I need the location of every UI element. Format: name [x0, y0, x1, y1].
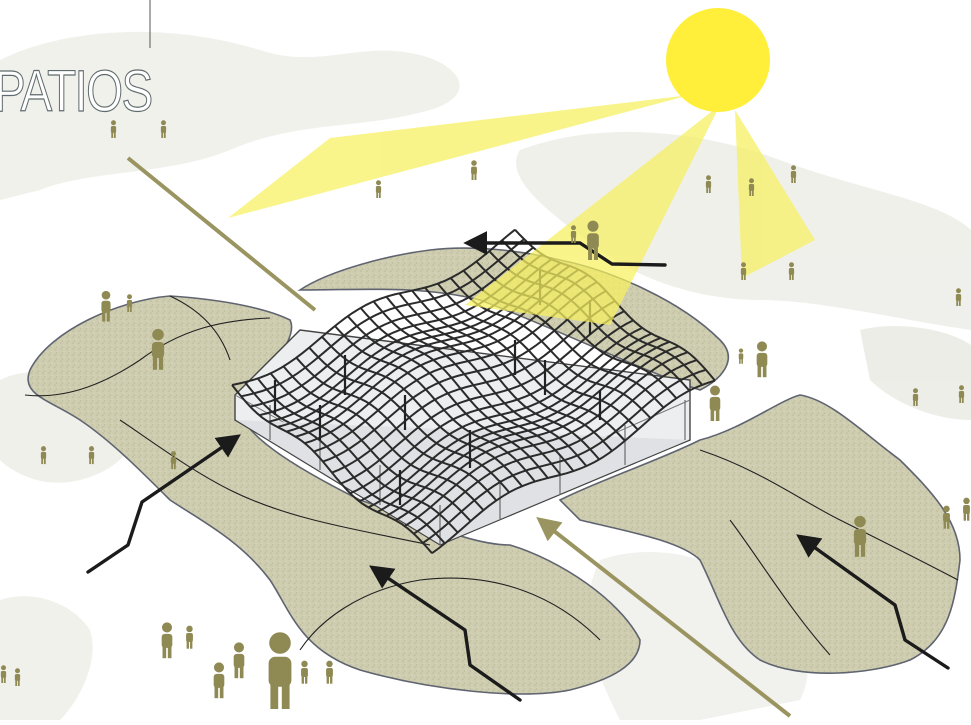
person-icon [214, 662, 225, 698]
person-icon [757, 341, 768, 377]
person-icon [710, 386, 721, 421]
diagram-title: PATIOS [0, 58, 152, 125]
person-icon [269, 632, 292, 709]
person-icon [234, 642, 245, 678]
person-icon [162, 622, 173, 658]
sun-icon [666, 8, 770, 112]
